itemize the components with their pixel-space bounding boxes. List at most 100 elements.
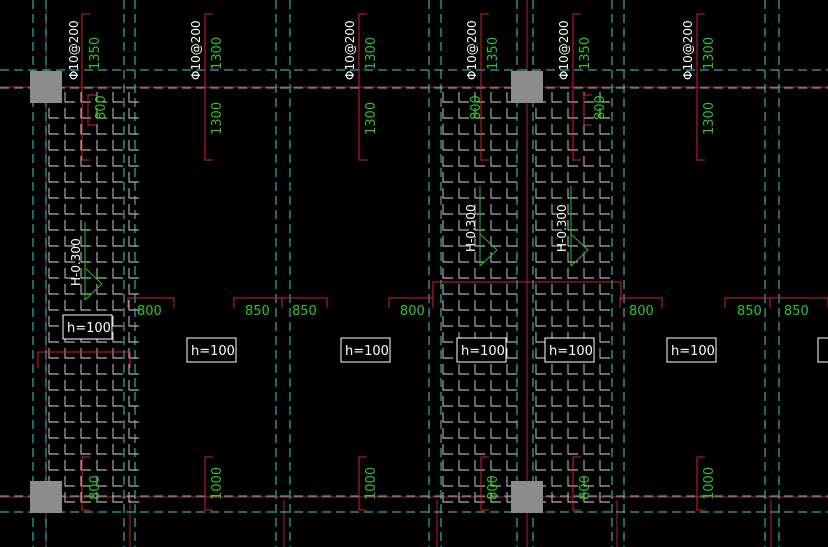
hatch-mark [128,108,139,119]
hatch-mark [599,284,610,295]
hatch-mark [96,268,107,279]
hatch-mark [535,108,546,119]
hatch-mark [96,156,107,167]
hatch-mark [112,332,123,343]
hatch-mark [458,300,469,311]
dimension-bracket [432,281,622,300]
hatch-mark [506,220,517,231]
hatch-mark [567,268,578,279]
hatch-mark [64,220,75,231]
hatch-mark [490,220,501,231]
slab-label-text: h=100 [345,344,389,359]
hatch-mark [535,380,546,391]
hatch-mark [64,364,75,375]
hatch-mark [128,188,139,199]
hatch-mark [490,140,501,151]
rebar-label: Φ10@200 [557,20,571,80]
hatch-mark [442,380,453,391]
hatch-mark [551,204,562,215]
dimension-bracket [480,456,489,511]
hatch-mark [490,252,501,263]
hatch-mark [48,460,59,471]
hatch-mark [599,188,610,199]
hatch-mark [442,124,453,135]
dim-text: 1000 [364,467,379,500]
hatch-mark [96,172,107,183]
hatch-mark [442,252,453,263]
dimension-bracket [572,456,581,511]
hatch-mark [80,252,91,263]
hatch-mark [506,412,517,423]
hatch-mark [128,332,139,343]
hatch-mark [458,140,469,151]
hatch-mark [458,268,469,279]
hatch-mark [490,172,501,183]
hatch-mark [583,412,594,423]
dimension-bracket [388,297,434,308]
hatch-mark [551,284,562,295]
hatch-mark [567,188,578,199]
hatch-mark [535,268,546,279]
hatch-mark [112,92,123,103]
hatch-mark [567,156,578,167]
hatch-mark [64,428,75,439]
hatch-mark [506,172,517,183]
hatch-mark [551,172,562,183]
dim-text: 1000 [702,467,717,500]
hatch-mark [48,444,59,455]
hatch-mark [80,124,91,135]
hatch-mark [442,236,453,247]
rebar-labels: Φ10@200 Φ10@200 Φ10@200 Φ10@200 Φ10@200 … [67,20,695,80]
hatch-mark [64,108,75,119]
hatch-mark [599,140,610,151]
hatch-mark [442,332,453,343]
hatch-mark [112,316,123,327]
hatch-mark [474,380,485,391]
hatch-mark [442,476,453,487]
hatch-mark [535,348,546,359]
hatch-mark [474,316,485,327]
slab-label-box [186,337,237,363]
hatch-mark [474,428,485,439]
hatch-mark [567,108,578,119]
hatch-mark [96,492,107,503]
hatch-mark [583,316,594,327]
elevation-text: H-0.300 [464,204,478,252]
hatch-mark [599,460,610,471]
hatch-mark [96,364,107,375]
dimension-bracket [696,13,705,161]
hatch-mark [583,124,594,135]
hatch-mark [96,476,107,487]
hatch-mark [551,268,562,279]
hatch-mark [567,140,578,151]
hatch-mark [458,236,469,247]
hatch-mark [490,476,501,487]
hatch-mark [490,492,501,503]
hatch-mark [442,428,453,439]
hatch-mark [551,236,562,247]
hatch-mark [48,380,59,391]
hatch-mark [599,444,610,455]
hatch-mark [48,300,59,311]
dimension-bracket [204,456,213,511]
bottom-dimension-texts: 800 1000 1000 800 800 1000 [88,467,717,500]
hatch-mark [48,396,59,407]
hatch-mark [128,220,139,231]
hatch-mark [490,316,501,327]
hatch-mark [80,220,91,231]
hatch-mark [474,412,485,423]
hatch-mark [64,380,75,391]
hatch-mark [567,492,578,503]
hatch-mark [442,300,453,311]
hatch-mark [48,172,59,183]
hatch-mark [80,172,91,183]
hatch-mark [599,380,610,391]
column-bottom-left [30,481,62,513]
hatch-mark [474,460,485,471]
hatch-mark [535,332,546,343]
hatch-mark [599,108,610,119]
hatch-mark [442,140,453,151]
hatch-mark [80,396,91,407]
hatch-mark [458,396,469,407]
